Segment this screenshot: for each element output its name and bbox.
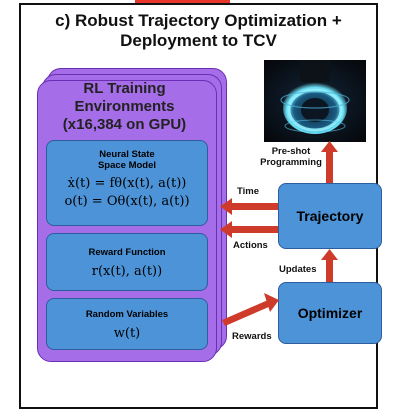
preshot-arrow [321, 141, 338, 183]
plasma-glow-graphic [264, 60, 366, 142]
rl-env-title: RL Training Environments (x16,384 on GPU… [37, 80, 212, 134]
trajectory-label: Trajectory [296, 208, 364, 224]
random-variables-box: Random Variables w(t) [46, 298, 208, 350]
title-line-1: c) Robust Trajectory Optimization + [55, 11, 342, 30]
trajectory-box: Trajectory [278, 183, 382, 249]
random-variables-label: Random Variables [85, 309, 169, 320]
panel-title: c) Robust Trajectory Optimization + Depl… [19, 11, 378, 51]
reward-function-label: Reward Function [88, 247, 166, 258]
top-red-accent [135, 0, 230, 3]
optimizer-label: Optimizer [297, 305, 363, 321]
preshot-label-line-1: Pre-shot [271, 146, 311, 157]
actions-arrow [220, 221, 278, 238]
updates-arrow [321, 249, 338, 282]
optimizer-box: Optimizer [278, 282, 382, 344]
rl-env-title-line-3: (x16,384 on GPU) [62, 116, 187, 133]
rewards-arrow [222, 293, 279, 326]
reward-equation: r(x(t), a(t)) [91, 264, 163, 279]
reward-function-box: Reward Function r(x(t), a(t)) [46, 233, 208, 291]
random-variables-equation: w(t) [113, 326, 141, 341]
preshot-label-line-2: Programming [260, 157, 322, 168]
state-space-model-title: Neural State Space Model [47, 149, 207, 171]
tcv-plasma-photo [264, 60, 366, 142]
title-line-2: Deployment to TCV [120, 31, 277, 50]
state-space-model-title-line-2: Space Model [97, 160, 157, 171]
rewards-label: Rewards [232, 331, 272, 342]
actions-label: Actions [233, 240, 268, 251]
rl-env-title-line-2: Environments [74, 98, 175, 115]
preshot-label: Pre-shot Programming [256, 146, 326, 168]
observation-equation: o(t) = Oθ(x(t), a(t)) [64, 194, 190, 209]
state-equation: ẋ(t) = fθ(x(t), a(t)) [67, 176, 187, 191]
state-space-model-title-line-1: Neural State [99, 149, 155, 160]
updates-label: Updates [279, 264, 317, 275]
state-space-model-box: Neural State Space Model ẋ(t) = fθ(x(t),… [46, 140, 208, 226]
time-label: Time [237, 186, 260, 197]
rl-env-title-line-1: RL Training [83, 80, 166, 97]
time-arrow [220, 198, 278, 215]
